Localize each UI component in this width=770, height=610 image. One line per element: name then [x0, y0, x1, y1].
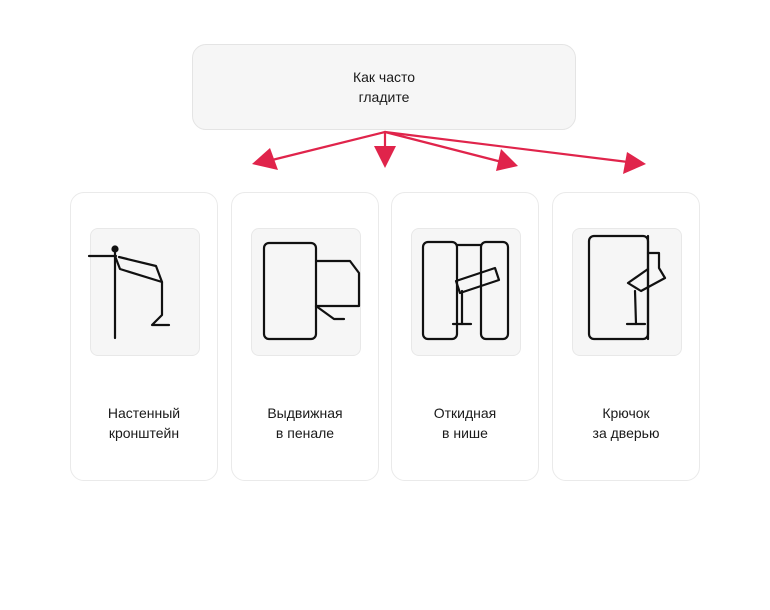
- arrow-line-4: [383, 130, 630, 164]
- option-caption-line-2: в нише: [442, 425, 488, 441]
- arrow-line-3: [383, 130, 500, 163]
- wall-bracket-board-icon: [87, 245, 171, 340]
- option-caption-line-1: Настенный: [107, 405, 181, 421]
- arrowhead-2: [374, 146, 396, 168]
- arrowhead-1: [252, 148, 278, 170]
- pull-out-cabinet-board-icon: [262, 241, 361, 341]
- option-caption: Выдвижная в пенале: [232, 403, 378, 443]
- arrowhead-3: [496, 149, 518, 171]
- fold-down-niche-board-icon: [421, 240, 510, 341]
- option-caption: Настенный кронштейн: [71, 403, 217, 443]
- icon-tile: [90, 228, 200, 356]
- question-node: Как часто гладите: [192, 44, 576, 130]
- option-card-wall-bracket[interactable]: Настенный кронштейн: [70, 192, 218, 481]
- option-caption: Крючок за дверью: [553, 403, 699, 443]
- option-caption-line-2: кронштейн: [108, 425, 180, 441]
- over-door-hook-board-icon: [587, 234, 667, 341]
- question-text-line-2: гладите: [358, 89, 410, 105]
- option-caption-line-1: Выдвижная: [267, 405, 343, 421]
- arrowhead-4: [623, 152, 646, 174]
- option-card-pull-out-cabinet[interactable]: Выдвижная в пенале: [231, 192, 379, 481]
- option-card-over-door-hook[interactable]: Крючок за дверью: [552, 192, 700, 481]
- arrow-line-1: [270, 130, 387, 162]
- option-caption-line-2: в пенале: [275, 425, 335, 441]
- icon-tile: [572, 228, 682, 356]
- option-caption-line-1: Откидная: [433, 405, 497, 421]
- icon-tile: [251, 228, 361, 356]
- option-caption-line-2: за дверью: [592, 425, 660, 441]
- option-card-fold-down-niche[interactable]: Откидная в нише: [391, 192, 539, 481]
- option-caption: Откидная в нише: [392, 403, 538, 443]
- option-caption-line-1: Крючок: [602, 405, 650, 421]
- question-text-line-1: Как часто: [352, 69, 416, 85]
